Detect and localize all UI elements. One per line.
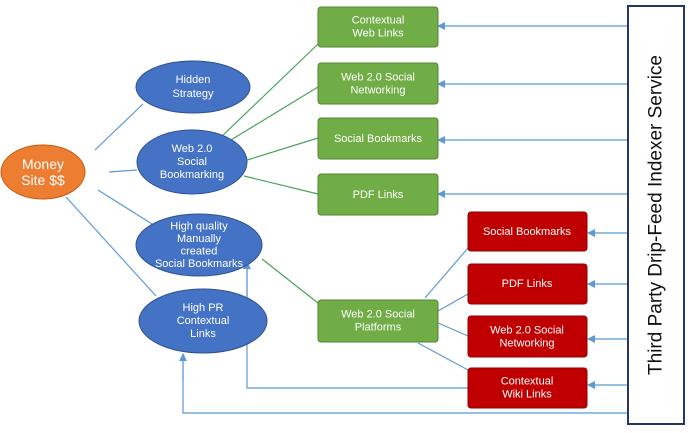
edge-web20-contextual xyxy=(217,43,319,141)
pdf-links-node: PDF Links xyxy=(317,173,439,216)
edge-platforms-red-networking xyxy=(437,322,469,337)
high-pr-shape xyxy=(138,288,268,354)
pdf-links-box xyxy=(317,173,439,216)
red-pdf-links-label: PDF Links xyxy=(502,278,553,290)
money-site-shape xyxy=(0,144,86,200)
red-contextual-wiki-box xyxy=(467,367,588,409)
social-bookmarks-box xyxy=(317,117,439,160)
edge-web20-socialbookmarks xyxy=(243,137,319,162)
high-quality-shape xyxy=(135,213,263,277)
edge-money-web20 xyxy=(108,169,138,173)
indexer-service-box xyxy=(627,5,685,425)
red-social-bookmarks-label: Social Bookmarks xyxy=(483,226,572,238)
pdf-links-label: PDF Links xyxy=(353,189,404,201)
hidden-strategy-shape xyxy=(135,60,251,114)
social-bookmarks-node: Social Bookmarks xyxy=(317,117,439,160)
edge-platforms-red-wiki xyxy=(417,342,469,371)
contextual-web-links-box xyxy=(317,6,439,48)
edge-web20-pdf xyxy=(243,175,319,195)
edge-money-hidden xyxy=(94,103,144,151)
edge-platforms-red-bookmarks xyxy=(424,247,469,299)
red-pdf-links-node: PDF Links xyxy=(467,263,588,305)
indexer-service-node: Third Party Drip-Feed Indexer Service xyxy=(627,5,685,425)
indexer-service-label: Third Party Drip-Feed Indexer Service xyxy=(646,55,667,375)
red-web20-networking-box xyxy=(467,315,588,358)
web20-networking-box xyxy=(317,62,439,105)
red-pdf-links-box xyxy=(467,263,588,305)
web20-platforms-box xyxy=(317,299,439,343)
web20-bookmarking-shape xyxy=(136,129,248,195)
edge-money-highpr xyxy=(65,196,157,297)
red-social-bookmarks-node: Social Bookmarks xyxy=(467,211,588,252)
social-bookmarks-label: Social Bookmarks xyxy=(334,133,423,145)
edge-highquality-platforms xyxy=(261,258,319,304)
red-social-bookmarks-box xyxy=(467,211,588,252)
indexer-arrows xyxy=(179,22,628,389)
edge-platforms-red-pdf xyxy=(437,293,469,312)
edge-web20-networking xyxy=(225,86,319,144)
edge-money-highquality xyxy=(97,189,153,225)
